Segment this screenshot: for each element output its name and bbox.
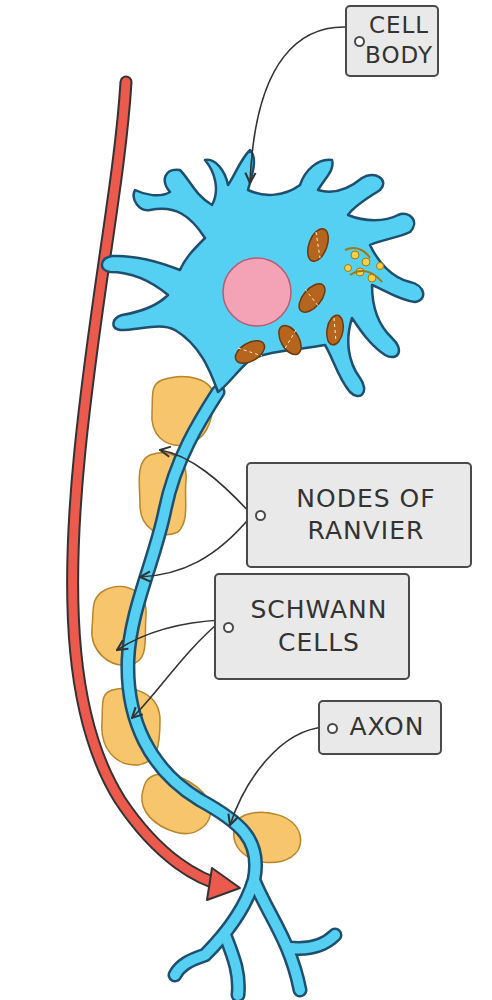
mitochondrion (325, 314, 346, 346)
leader-line (140, 515, 252, 577)
label-text: AXON (349, 711, 424, 744)
label-tag: AXON (318, 700, 442, 755)
impulse-arrowhead (207, 868, 240, 900)
label-text: CELL BODY (365, 11, 433, 71)
leader-line (250, 27, 358, 183)
label-tag: CELL BODY (345, 5, 439, 77)
mitochondrion (294, 279, 330, 317)
label-text: NODES OF RANVIER (270, 483, 462, 548)
mitochondrion (232, 336, 269, 368)
cell-body-shape (102, 150, 423, 396)
leader-line (160, 450, 252, 515)
mitochondria-cristae (238, 232, 336, 356)
label-tag: NODES OF RANVIER (246, 462, 472, 568)
leader-line (132, 620, 222, 718)
label-text: SCHWANN CELLS (238, 594, 400, 659)
mitochondrion (304, 226, 333, 264)
mitochondrion (274, 322, 306, 359)
golgi-body (345, 248, 382, 282)
leader-line (230, 727, 325, 825)
nucleus (223, 258, 291, 326)
mitochondria-group (232, 226, 346, 368)
label-tag: SCHWANN CELLS (214, 573, 410, 680)
